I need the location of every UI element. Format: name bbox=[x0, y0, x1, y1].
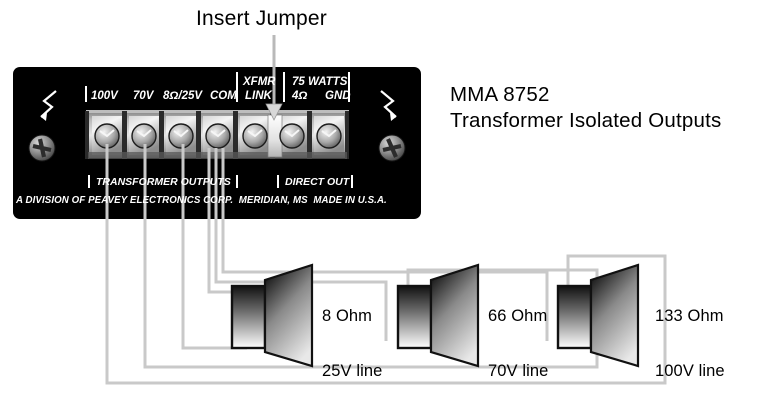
speaker-caption-70v-impedance: 66 Ohm bbox=[488, 306, 548, 325]
terminal-label-8ohm-25v: 8Ω/25V bbox=[163, 90, 203, 102]
panel-footer-credit: A DIVISION OF PEAVEY ELECTRONICS CORP. M… bbox=[16, 195, 387, 206]
terminal-screws[interactable] bbox=[94, 123, 342, 149]
speaker-caption-70v: 66 Ohm 70V line bbox=[488, 270, 548, 401]
terminal-label-xfmr: XFMR bbox=[243, 76, 276, 88]
section-bracket-tick-1 bbox=[88, 175, 90, 188]
terminal-label-com: COM bbox=[210, 90, 237, 102]
terminal-label-gnd: GND bbox=[325, 90, 351, 102]
speaker-caption-25v: 8 Ohm 25V line bbox=[322, 270, 382, 401]
panel-mount-screw-right bbox=[378, 134, 406, 162]
label-bracket-tick-left bbox=[85, 86, 87, 102]
terminal-label-link: LINK bbox=[245, 90, 272, 102]
section-bracket-tick-3 bbox=[277, 175, 279, 188]
label-bracket-tick-mid-a bbox=[236, 72, 238, 102]
terminal-label-75-watts: 75 WATTS bbox=[292, 76, 348, 88]
speaker-70v bbox=[396, 263, 480, 368]
wire-com-return-3 bbox=[221, 212, 549, 341]
section-label-direct-out: DIRECT OUT bbox=[285, 176, 350, 188]
section-bracket-tick-4 bbox=[351, 175, 353, 188]
insert-jumper-callout-label: Insert Jumper bbox=[196, 7, 327, 30]
speaker-100v bbox=[556, 263, 640, 368]
rear-panel bbox=[13, 67, 421, 219]
lightning-bolt-left-icon bbox=[40, 90, 57, 121]
speaker-caption-100v: 133 Ohm 100V line bbox=[655, 270, 725, 401]
panel-mount-screw-left bbox=[28, 134, 56, 162]
section-bracket-tick-2 bbox=[236, 175, 238, 188]
speaker-25v bbox=[230, 263, 314, 368]
terminal-label-4ohm: 4Ω bbox=[292, 90, 308, 102]
model-title: MMA 8752 bbox=[450, 83, 550, 106]
label-bracket-tick-right bbox=[348, 72, 350, 102]
label-bracket-tick-mid-b bbox=[283, 72, 285, 102]
section-label-transformer-outputs: TRANSFORMER OUTPUTS bbox=[96, 176, 231, 188]
speaker-caption-100v-line: 100V line bbox=[655, 362, 725, 381]
speaker-caption-100v-impedance: 133 Ohm bbox=[655, 306, 724, 325]
lightning-bolt-right-icon bbox=[380, 90, 397, 121]
model-subtitle: Transformer Isolated Outputs bbox=[450, 109, 722, 132]
speaker-caption-25v-line: 25V line bbox=[322, 362, 383, 381]
speaker-caption-70v-line: 70V line bbox=[488, 362, 549, 381]
wire-25v-hot bbox=[181, 212, 247, 350]
terminal-label-70v: 70V bbox=[133, 90, 154, 102]
insert-jumper-callout-arrow bbox=[265, 35, 283, 121]
speaker-caption-25v-impedance: 8 Ohm bbox=[322, 306, 373, 325]
terminal-label-100v: 100V bbox=[91, 90, 118, 102]
